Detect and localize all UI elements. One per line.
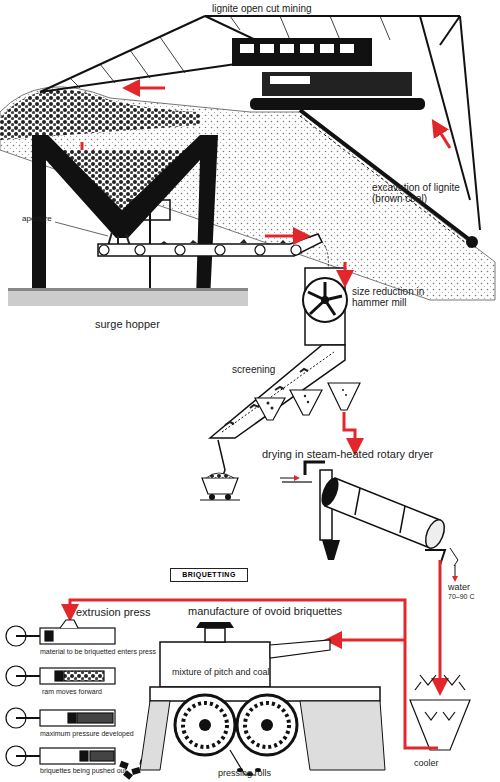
process-label: lignite open cut mining xyxy=(212,3,312,14)
process-label: material to be briquetted enters press xyxy=(40,648,156,656)
process-label: briquettes being pushed out xyxy=(40,767,126,775)
process-label: water xyxy=(448,582,470,592)
process-label: 70–90 C xyxy=(448,593,474,601)
process-label: drying in steam-heated rotary dryer xyxy=(262,448,433,460)
process-label: cooler xyxy=(414,758,439,768)
process-label: size reduction in hammer mill xyxy=(352,286,452,308)
section-title: BRIQUETTING xyxy=(174,571,244,578)
process-label: pressing rolls xyxy=(218,768,271,778)
process-label: screening xyxy=(232,364,275,375)
section-box: BRIQUETTING xyxy=(170,568,248,582)
process-label: maximum pressure developed xyxy=(40,730,134,738)
process-label: aperture xyxy=(22,214,52,223)
process-label: manufacture of ovoid briquettes xyxy=(188,605,342,617)
process-label: surge hopper xyxy=(95,318,160,330)
process-label: extrusion press xyxy=(76,606,151,618)
process-label: mixture of pitch and coal xyxy=(172,667,270,677)
process-label: ram moves forward xyxy=(42,688,102,696)
process-label: excavation of lignite (brown coal) xyxy=(372,182,477,204)
